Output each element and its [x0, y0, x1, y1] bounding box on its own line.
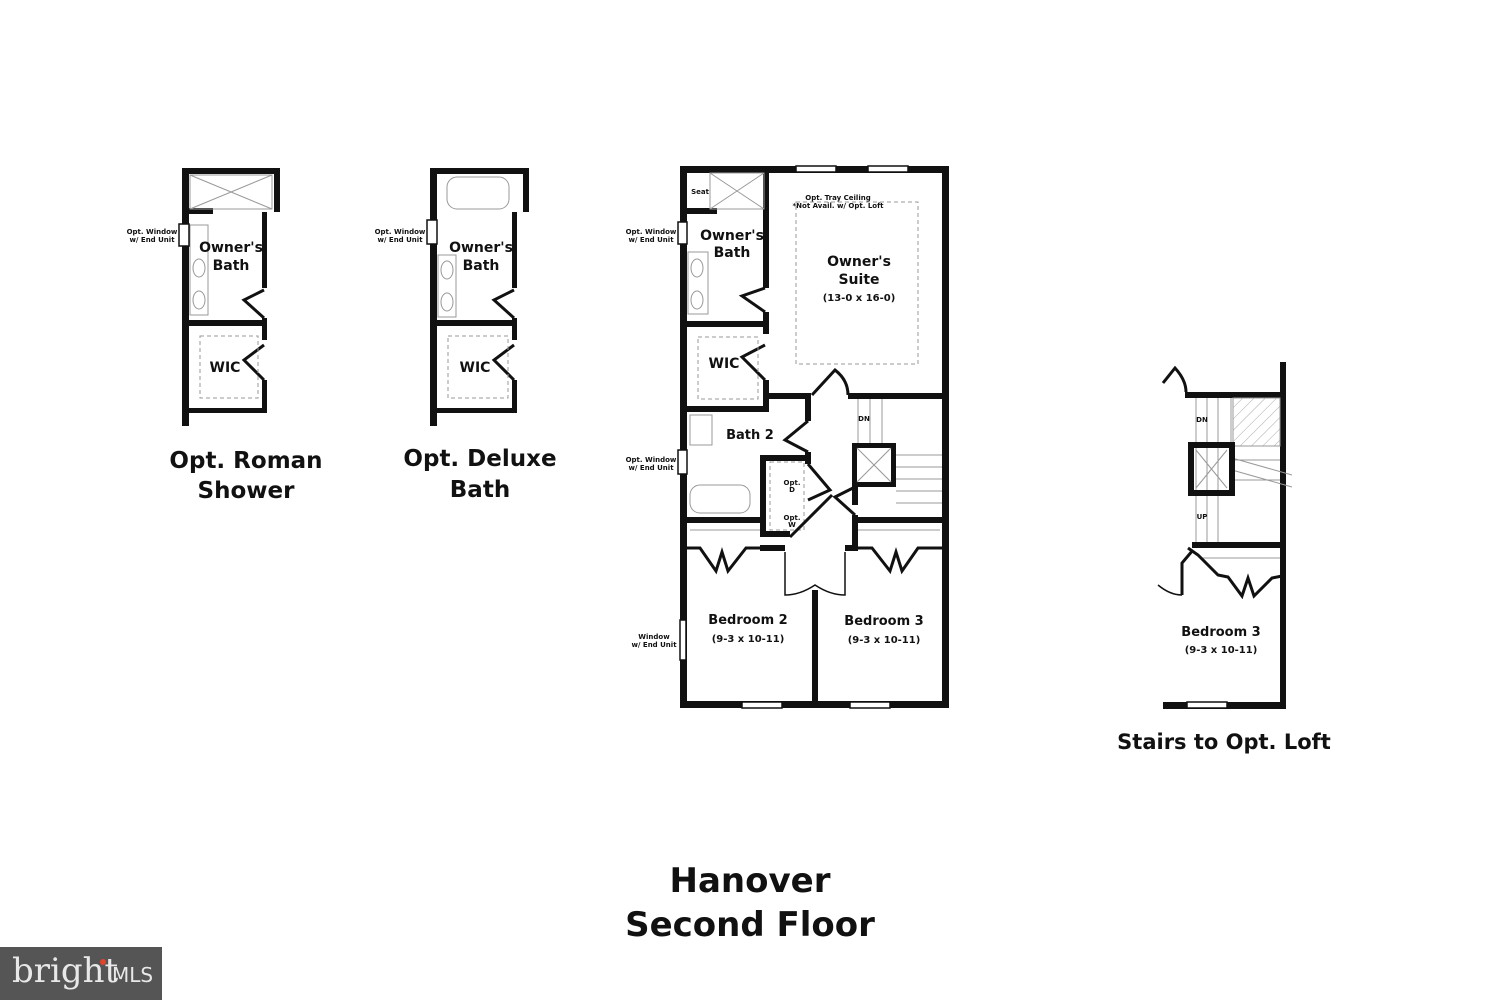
bright-mls-logo: bright MLS	[0, 947, 162, 1000]
room-label-bedroom3: Bedroom 3	[844, 614, 923, 629]
window-note: w/ End Unit	[628, 236, 674, 244]
window-note: Window	[638, 633, 670, 641]
plan-title: Hanover	[670, 861, 831, 901]
label-stairs-down: DN	[858, 415, 870, 423]
label-tray-ceiling: Opt. Tray Ceiling	[805, 194, 870, 202]
room-label-owners-bath: Owner's	[199, 240, 263, 256]
roman-shower-plan: Opt. Window w/ End Unit Owner's Bath WIC…	[127, 168, 323, 504]
window-note: Opt. Window	[375, 228, 426, 236]
loft-stairs-plan: DN UP Bedroom 3 (9-3 x 10-11) Stairs to …	[1117, 362, 1331, 754]
window-note: w/ End Unit	[628, 464, 674, 472]
room-label-bedroom2: Bedroom 2	[708, 613, 787, 628]
plan-subtitle: Second Floor	[625, 905, 875, 945]
room-label-wic: WIC	[709, 356, 740, 372]
window-note: Opt. Window	[127, 228, 178, 236]
label-stairs-down: DN	[1196, 416, 1208, 424]
label-stairs-up: UP	[1197, 513, 1208, 521]
caption-roman-shower: Shower	[198, 478, 296, 504]
label-opt-washer: Opt.	[784, 514, 801, 522]
room-dim-bedroom2: (9-3 x 10-11)	[712, 634, 785, 645]
room-label-owners-bath: Bath	[213, 258, 250, 274]
window-note: Opt. Window	[626, 456, 677, 464]
label-tray-ceiling-note: *Not Avail. w/ Opt. Loft	[793, 202, 885, 210]
logo-dot	[100, 959, 106, 965]
caption-deluxe-bath: Opt. Deluxe	[403, 446, 556, 472]
window-note: w/ End Unit	[377, 236, 423, 244]
label-seat: Seat	[691, 188, 710, 196]
room-label-wic: WIC	[210, 360, 241, 376]
window-note: w/ End Unit	[631, 641, 677, 649]
room-label-bath2: Bath 2	[726, 428, 774, 443]
deluxe-bath-plan: Opt. Window w/ End Unit Owner's Bath WIC…	[375, 168, 557, 503]
room-dim-owners-suite: (13-0 x 16-0)	[823, 293, 896, 304]
logo-suffix: MLS	[112, 963, 154, 987]
caption-stairs-to-loft: Stairs to Opt. Loft	[1117, 730, 1331, 754]
room-label-owners-bath: Bath	[714, 245, 751, 261]
main-second-floor-plan: Seat Opt. Tray Ceiling *Not Avail. w/ Op…	[626, 165, 949, 709]
room-label-owners-suite: Owner's	[827, 254, 891, 270]
logo-text: bright	[12, 951, 119, 991]
window-note: w/ End Unit	[129, 236, 175, 244]
label-opt-dryer: D	[789, 486, 795, 494]
label-opt-dryer: Opt.	[784, 479, 801, 487]
room-label-owners-suite: Suite	[838, 272, 879, 288]
room-dim-bedroom3: (9-3 x 10-11)	[1185, 645, 1258, 656]
caption-roman-shower: Opt. Roman	[169, 448, 322, 474]
room-label-bedroom3: Bedroom 3	[1181, 625, 1260, 640]
room-label-wic: WIC	[460, 360, 491, 376]
room-label-owners-bath: Bath	[463, 258, 500, 274]
caption-deluxe-bath: Bath	[450, 477, 510, 503]
room-label-owners-bath: Owner's	[449, 240, 513, 256]
room-label-owners-bath: Owner's	[700, 228, 764, 244]
label-opt-washer: W	[788, 521, 796, 529]
room-dim-bedroom3: (9-3 x 10-11)	[848, 635, 921, 646]
window-note: Opt. Window	[626, 228, 677, 236]
